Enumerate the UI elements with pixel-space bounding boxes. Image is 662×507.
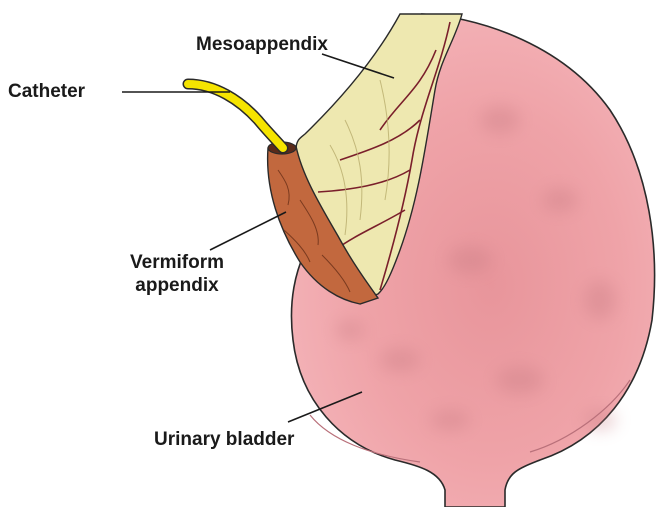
label-catheter: Catheter <box>8 80 85 103</box>
catheter-tube <box>188 84 283 148</box>
label-urinary-bladder: Urinary bladder <box>154 428 294 451</box>
label-vermiform-appendix: Vermiform appendix <box>130 251 224 297</box>
label-vermiform-line1: Vermiform <box>130 251 224 274</box>
label-vermiform-line2: appendix <box>130 274 224 297</box>
leader-line-vermiform <box>210 212 286 250</box>
label-mesoappendix: Mesoappendix <box>196 33 328 56</box>
